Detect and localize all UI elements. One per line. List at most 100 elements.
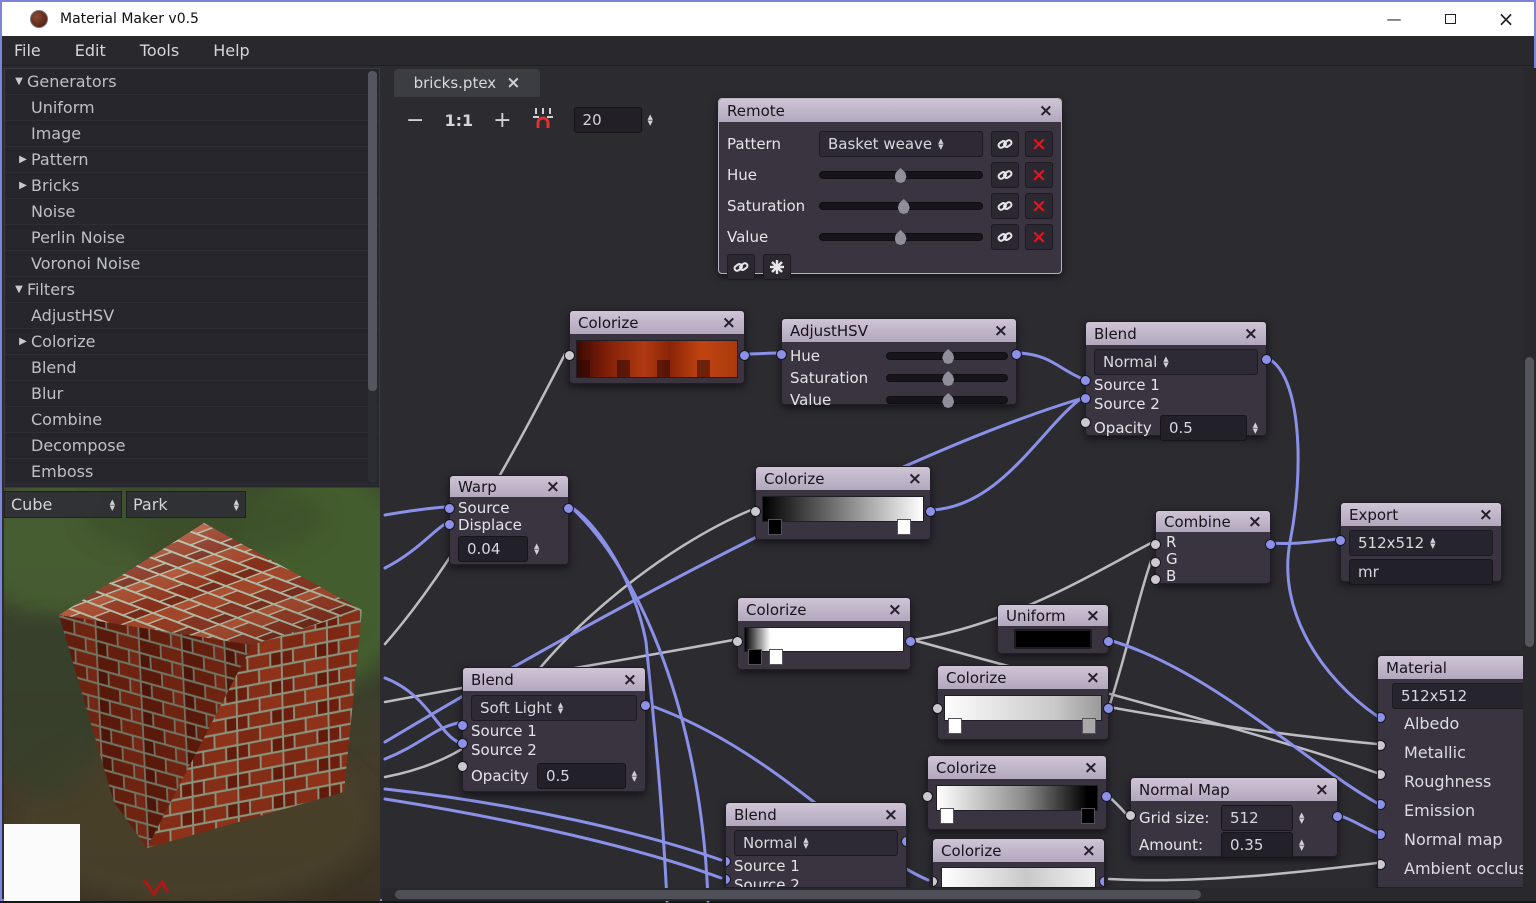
output-port[interactable]: [1265, 539, 1276, 550]
node-material[interactable]: Material 512x512 Albedo Metallic Roughne…: [1377, 655, 1536, 888]
output-port[interactable]: [905, 636, 916, 647]
gradient-editor[interactable]: [744, 627, 904, 665]
output-port[interactable]: [1332, 811, 1343, 822]
link-button[interactable]: [991, 131, 1019, 157]
node-blend-normal-bottom[interactable]: Blend× Normal▲▼ Source 1 Source 2: [725, 802, 907, 888]
blend-mode-select[interactable]: Normal▲▼: [1094, 349, 1258, 375]
scrollbar-thumb[interactable]: [395, 890, 1201, 899]
library-item-image[interactable]: Image: [5, 121, 379, 147]
source1-input-port[interactable]: [1080, 375, 1091, 386]
gradient-cursor[interactable]: [767, 519, 782, 535]
minimize-button[interactable]: —: [1386, 10, 1402, 28]
library-item-perlin-noise[interactable]: Perlin Noise: [5, 225, 379, 251]
output-port[interactable]: [1103, 636, 1114, 647]
preview-3d-panel[interactable]: Cube ▲▼ Park ▲▼: [4, 488, 380, 901]
opacity-input-port[interactable]: [457, 761, 468, 772]
tab-bricks-ptex[interactable]: bricks.ptex ×: [394, 69, 540, 97]
output-port[interactable]: [1261, 354, 1272, 365]
delete-link-button[interactable]: ×: [1025, 193, 1053, 219]
library-item-decompose[interactable]: Decompose: [5, 433, 379, 459]
collapse-arrow-icon[interactable]: ▶: [19, 154, 27, 165]
collapse-arrow-icon[interactable]: ▶: [19, 180, 27, 191]
spinner-arrows-icon[interactable]: ▲▼: [1299, 838, 1305, 852]
input-port[interactable]: [776, 349, 787, 360]
gradient-cursor[interactable]: [748, 649, 763, 665]
node-warp[interactable]: Warp× Source Displace 0.04▲▼: [444, 475, 574, 565]
node-uniform[interactable]: Uniform×: [997, 604, 1114, 654]
blend-mode-select[interactable]: Normal▲▼: [734, 830, 898, 856]
opacity-input-port[interactable]: [1080, 417, 1091, 428]
node-combine[interactable]: Combine× R G B: [1150, 510, 1276, 585]
amount-field[interactable]: 0.35: [1221, 832, 1293, 858]
spinner-arrows-icon[interactable]: ▲▼: [647, 113, 653, 127]
snap-value-field[interactable]: 20: [573, 107, 642, 133]
library-item-voronoi-noise[interactable]: Voronoi Noise: [5, 251, 379, 277]
albedo-input-port[interactable]: [1378, 712, 1386, 723]
input-port[interactable]: [1335, 535, 1346, 546]
output-port[interactable]: [901, 836, 906, 847]
node-close-icon[interactable]: ×: [721, 312, 736, 333]
saturation-slider[interactable]: [886, 371, 1008, 386]
delete-link-button[interactable]: ×: [1025, 131, 1053, 157]
output-port[interactable]: [563, 503, 574, 514]
ambient-occlusion-input-port[interactable]: [1378, 859, 1386, 870]
input-port[interactable]: [750, 506, 761, 517]
menu-tools[interactable]: Tools: [139, 41, 180, 60]
expand-arrow-icon[interactable]: ▼: [15, 76, 23, 87]
output-port[interactable]: [739, 350, 750, 361]
node-blend-normal-top[interactable]: Blend× Normal▲▼ Source 1 Source 2 Opacit…: [1080, 321, 1272, 441]
emission-input-port[interactable]: [1378, 799, 1386, 810]
node-close-icon[interactable]: ×: [1085, 667, 1100, 688]
gradient-cursor[interactable]: [897, 519, 912, 535]
link-button[interactable]: [991, 162, 1019, 188]
gradient-editor[interactable]: [762, 496, 924, 535]
gradient-editor[interactable]: [944, 695, 1102, 734]
gradient-cursor[interactable]: [948, 718, 963, 734]
close-button[interactable]: ×: [1497, 7, 1515, 31]
normal-map-input-port[interactable]: [1378, 829, 1386, 840]
output-port[interactable]: [925, 506, 936, 517]
node-close-icon[interactable]: ×: [1038, 100, 1053, 121]
library-item-blur[interactable]: Blur: [5, 381, 379, 407]
source2-input-port[interactable]: [1080, 393, 1091, 404]
preview-model-select[interactable]: Cube ▲▼: [4, 491, 122, 518]
menu-edit[interactable]: Edit: [74, 41, 106, 60]
value-slider[interactable]: [886, 393, 1008, 408]
library-item-emboss[interactable]: Emboss: [5, 459, 379, 485]
library-item-noise[interactable]: Noise: [5, 199, 379, 225]
menu-file[interactable]: File: [14, 41, 41, 60]
node-normal-map[interactable]: Normal Map× Grid size:512▲▼ Amount:0.35▲…: [1125, 777, 1343, 858]
library-item-adjusthsv[interactable]: AdjustHSV: [5, 303, 379, 329]
node-close-icon[interactable]: ×: [1478, 504, 1493, 525]
node-export[interactable]: Export× 512x512▲▼ mr: [1335, 502, 1502, 585]
library-item-blend[interactable]: Blend: [5, 355, 379, 381]
node-close-icon[interactable]: ×: [545, 476, 560, 497]
output-port[interactable]: [1101, 791, 1112, 802]
node-colorize-white[interactable]: Colorize×: [732, 597, 916, 670]
library-item-bricks[interactable]: ▶Bricks: [5, 173, 379, 199]
metallic-input-port[interactable]: [1378, 740, 1386, 751]
preview-environment-select[interactable]: Park ▲▼: [126, 491, 246, 518]
material-size-select[interactable]: 512x512: [1392, 683, 1532, 709]
hue-slider[interactable]: [819, 168, 983, 183]
spinner-arrows-icon[interactable]: ▲▼: [631, 769, 637, 783]
output-port[interactable]: [640, 700, 651, 711]
node-close-icon[interactable]: ×: [883, 804, 898, 825]
pattern-select[interactable]: Basket weave▲▼: [819, 131, 983, 157]
hue-slider[interactable]: [886, 349, 1008, 364]
expand-arrow-icon[interactable]: ▼: [15, 284, 23, 295]
node-adjusthsv[interactable]: AdjustHSV× Hue Saturation Value: [776, 318, 1022, 409]
output-port[interactable]: [1103, 703, 1114, 714]
grid-size-field[interactable]: 512: [1221, 805, 1293, 831]
displace-input-port[interactable]: [444, 519, 455, 530]
gradient-editor[interactable]: [936, 785, 1098, 824]
input-port[interactable]: [1125, 810, 1136, 821]
node-close-icon[interactable]: ×: [907, 468, 922, 489]
node-close-icon[interactable]: ×: [1083, 757, 1098, 778]
color-swatch[interactable]: [1014, 629, 1092, 649]
zoom-in-button[interactable]: +: [493, 107, 512, 133]
snap-grid-icon[interactable]: [532, 107, 554, 133]
g-input-port[interactable]: [1150, 557, 1161, 568]
slider-handle[interactable]: [942, 393, 955, 408]
source1-input-port[interactable]: [457, 720, 468, 731]
